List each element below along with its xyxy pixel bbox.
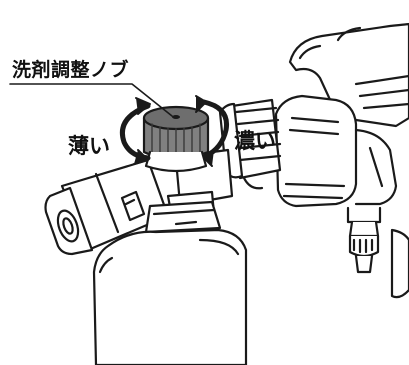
curved-rotation-arrows-icon <box>120 95 230 167</box>
knob-callout-label: 洗剤調整ノブ <box>12 59 130 81</box>
thinner-direction-label: 薄い <box>68 134 110 158</box>
pressure-washer-gun <box>274 22 409 299</box>
thicker-direction-label: 濃い <box>234 129 276 153</box>
detergent-bottle <box>92 200 248 365</box>
detergent-adjustment-knob <box>142 105 210 173</box>
callout-leader-line <box>9 83 173 117</box>
